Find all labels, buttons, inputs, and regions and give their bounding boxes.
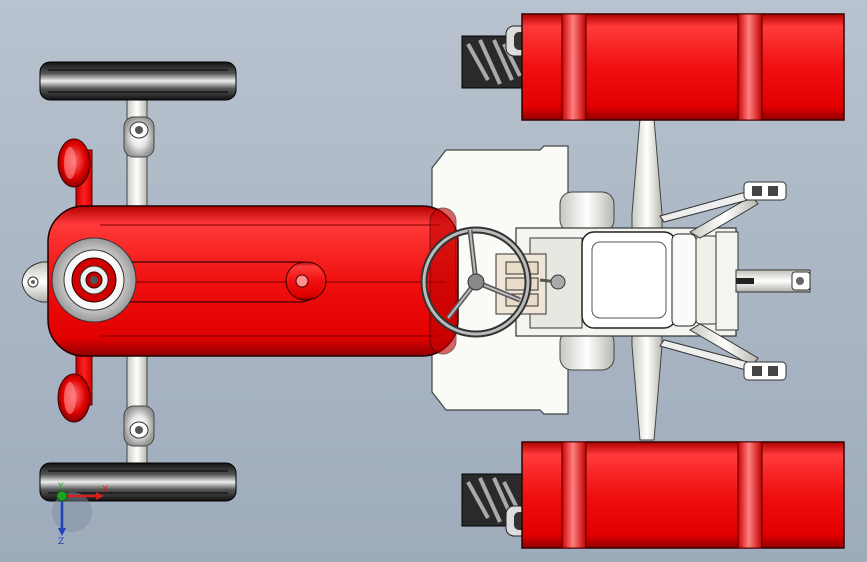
rear-wheel-top	[461, 13, 845, 121]
triad-z-label: Z	[58, 537, 64, 547]
steering-wheel	[420, 226, 566, 338]
lift-arm-top	[659, 181, 787, 239]
seat	[581, 231, 719, 329]
triad-y-axis	[56, 490, 68, 502]
lift-arm-bottom	[659, 323, 787, 381]
kingpin-top	[123, 116, 155, 158]
hood	[47, 205, 459, 357]
front-wheel-top	[39, 61, 237, 101]
headlamp-bottom	[57, 344, 93, 423]
chassis	[495, 181, 811, 381]
triad-x-label: X	[102, 485, 108, 495]
fuel-slot	[285, 261, 327, 301]
radiator-cap	[51, 237, 137, 323]
drawbar	[735, 269, 811, 293]
triad-y-label: Y	[57, 482, 64, 492]
rear-wheel-bottom	[461, 441, 845, 549]
front-axle	[123, 99, 155, 465]
coordinate-triad[interactable]: X Y Z	[52, 482, 108, 547]
kingpin-bottom	[123, 405, 155, 447]
headlamp-top	[57, 138, 93, 221]
